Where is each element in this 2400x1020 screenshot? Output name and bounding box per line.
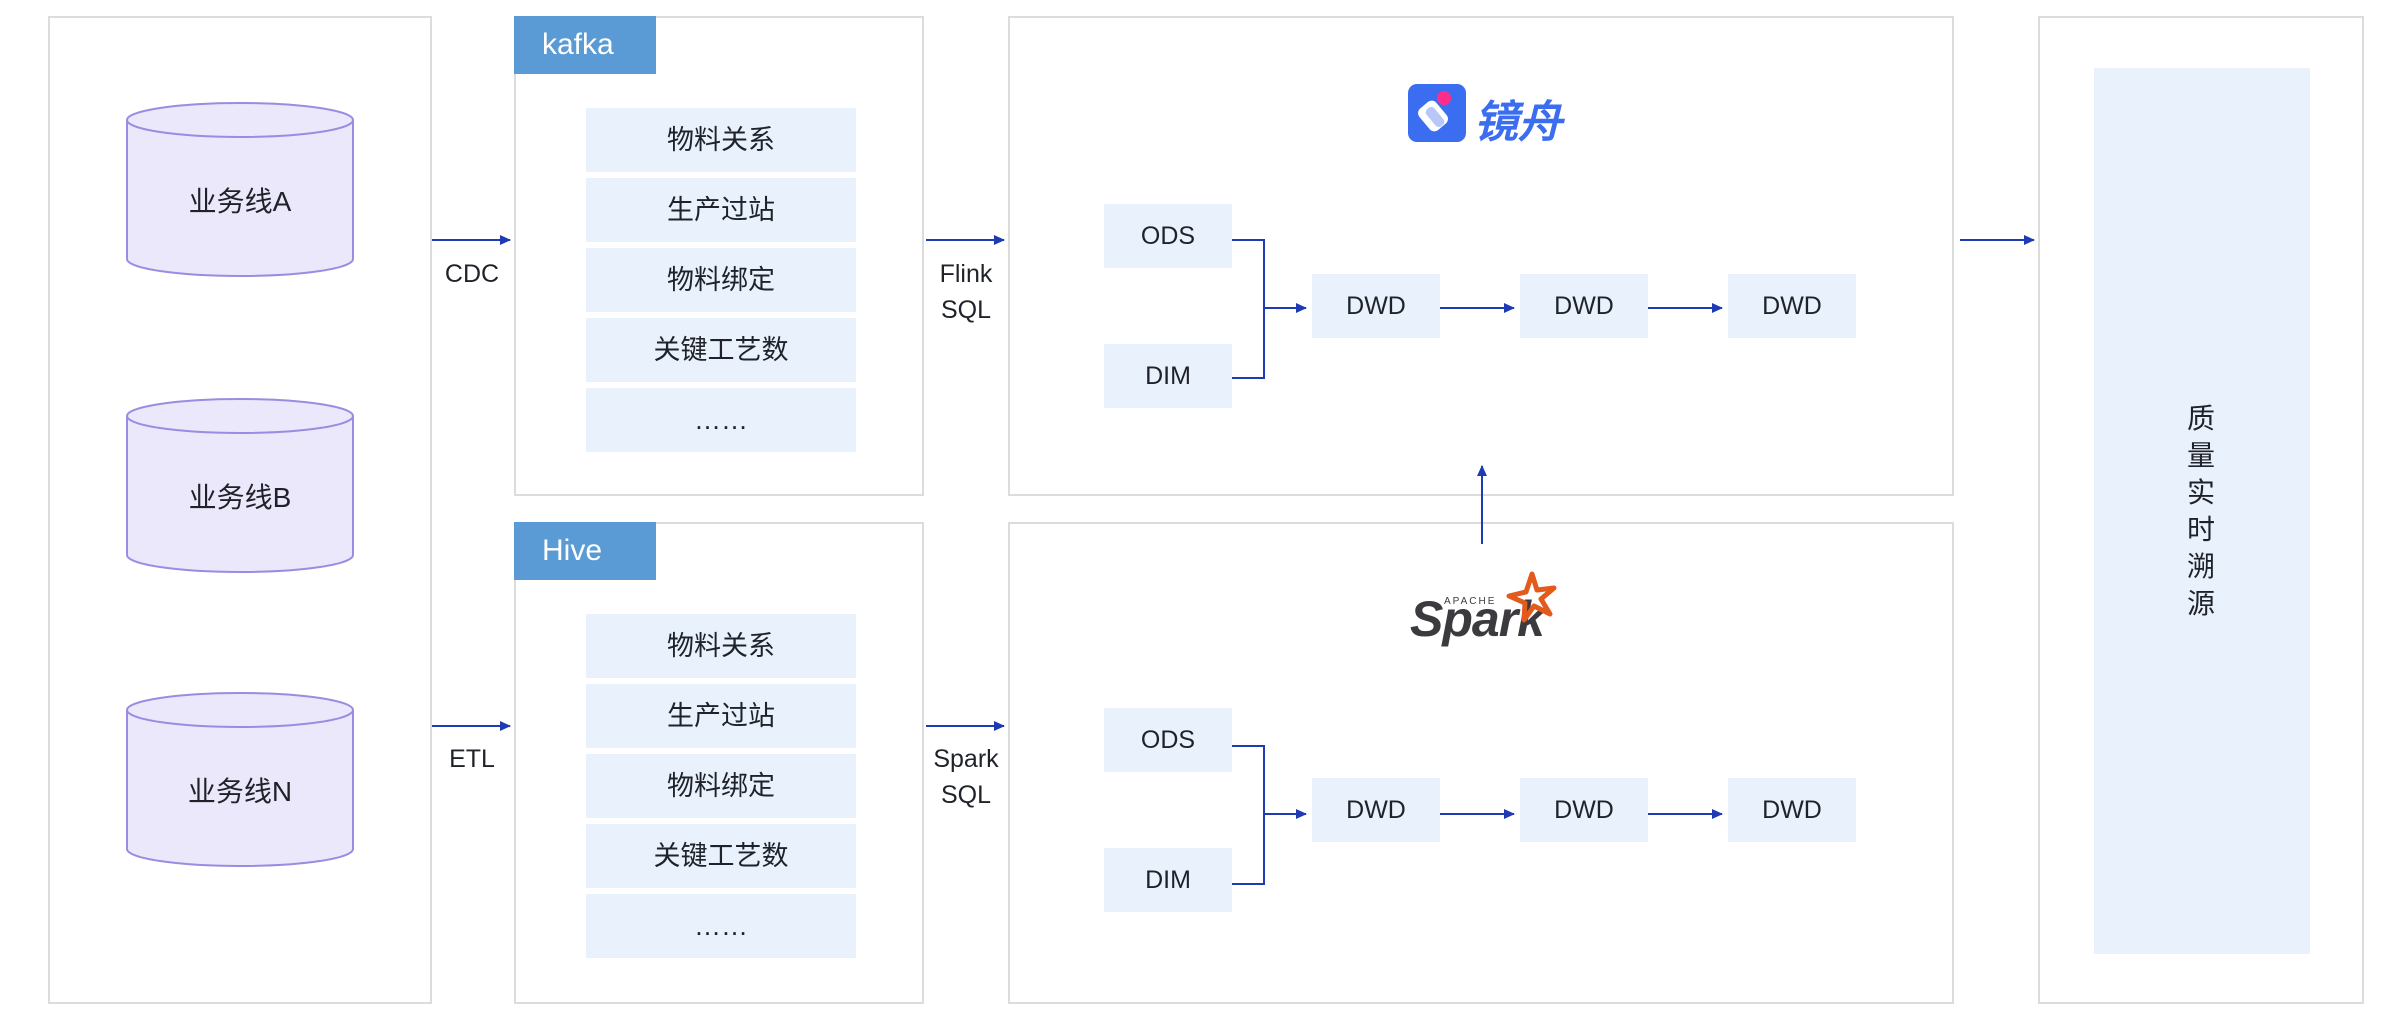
spark-logo: APACHE Spark — [1410, 570, 1560, 650]
node-dim: DIM — [1104, 344, 1232, 408]
hive-item: 物料关系 — [586, 614, 856, 678]
node-ods: ODS — [1104, 204, 1232, 268]
kafka-item: 关键工艺数 — [586, 318, 856, 382]
hive-panel: Hive 物料关系 生产过站 物料绑定 关键工艺数 …… — [514, 522, 924, 1004]
node-ods: ODS — [1104, 708, 1232, 772]
kafka-item: 物料绑定 — [586, 248, 856, 312]
edge-label-sql: SQL — [940, 781, 992, 809]
realtime-panel: 镜舟 ODS DIM DWD DWD DWD — [1008, 16, 1954, 496]
kafka-panel: kafka 物料关系 生产过站 物料绑定 关键工艺数 …… — [514, 16, 924, 496]
edge-label-spark: Spark — [933, 745, 999, 773]
node-dim: DIM — [1104, 848, 1232, 912]
node-dwd: DWD — [1312, 274, 1440, 338]
jingzhou-logo: 镜舟 — [1408, 84, 1568, 147]
edge-label-sql: SQL — [940, 296, 992, 324]
quality-trace-box: 质量实时溯源 — [2094, 68, 2310, 954]
batch-panel: APACHE Spark ODS DIM DWD DWD DWD — [1008, 522, 1954, 1004]
hive-item: …… — [586, 894, 856, 958]
source-db-a: 业务线A — [125, 102, 355, 277]
quality-trace-label: 质量实时溯源 — [2186, 403, 2217, 619]
kafka-tag: kafka — [514, 16, 656, 74]
jingzhou-logo-text: 镜舟 — [1474, 98, 1562, 147]
edge-label-etl: ETL — [449, 745, 495, 773]
node-dwd: DWD — [1728, 274, 1856, 338]
source-label: 业务线A — [188, 186, 292, 217]
edge-label-spark-sql: Spark SQL — [926, 741, 1006, 813]
node-dwd: DWD — [1312, 778, 1440, 842]
node-dwd: DWD — [1520, 778, 1648, 842]
spark-logo-apache: APACHE — [1444, 596, 1497, 607]
source-label: 业务线N — [187, 776, 293, 807]
edge-label-flink: Flink — [939, 260, 993, 288]
hive-item: 关键工艺数 — [586, 824, 856, 888]
database-cylinder-icon — [126, 102, 354, 277]
database-cylinder-icon — [126, 398, 354, 573]
hive-item: 物料绑定 — [586, 754, 856, 818]
node-dwd: DWD — [1520, 274, 1648, 338]
kafka-item: 物料关系 — [586, 108, 856, 172]
hive-item: 生产过站 — [586, 684, 856, 748]
node-dwd: DWD — [1728, 778, 1856, 842]
kafka-item: …… — [586, 388, 856, 452]
source-db-n: 业务线N — [125, 692, 355, 867]
database-cylinder-icon — [126, 692, 354, 867]
spark-logo-icon — [1506, 571, 1557, 623]
kafka-item: 生产过站 — [586, 178, 856, 242]
source-db-b: 业务线B — [125, 398, 355, 573]
edge-label-cdc: CDC — [444, 260, 500, 288]
hive-tag: Hive — [514, 522, 656, 580]
source-label: 业务线B — [188, 482, 292, 513]
jingzhou-logo-icon — [1408, 84, 1466, 142]
sources-panel: 业务线A 业务线B 业务线N — [48, 16, 432, 1004]
target-panel: 质量实时溯源 — [2038, 16, 2364, 1004]
edge-label-flink-sql: Flink SQL — [926, 256, 1006, 328]
